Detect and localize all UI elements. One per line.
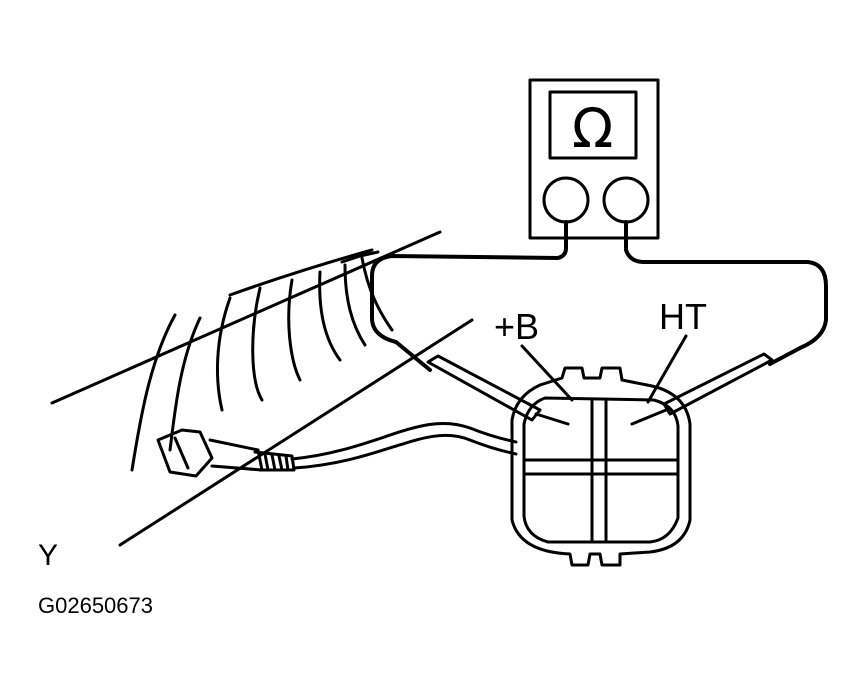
probe-right: [630, 352, 774, 426]
sensor-connector: [510, 366, 692, 567]
figure-code: G02650673: [38, 593, 153, 618]
plus-b-leader: [520, 344, 574, 402]
ht-leader: [646, 334, 688, 404]
ohm-symbol: Ω: [572, 97, 614, 160]
exhaust-pipe: [50, 230, 474, 547]
oxygen-sensor: [156, 428, 296, 478]
meter-terminal-right: [602, 176, 650, 224]
terminal-label-plus-b: +B: [494, 306, 540, 347]
meter-terminal-left: [542, 176, 590, 224]
view-label: Y: [38, 539, 59, 572]
sensor-wire: [290, 421, 518, 470]
terminal-label-ht: HT: [659, 296, 707, 337]
probe-left: [426, 354, 570, 426]
meter-leads: [370, 220, 828, 372]
